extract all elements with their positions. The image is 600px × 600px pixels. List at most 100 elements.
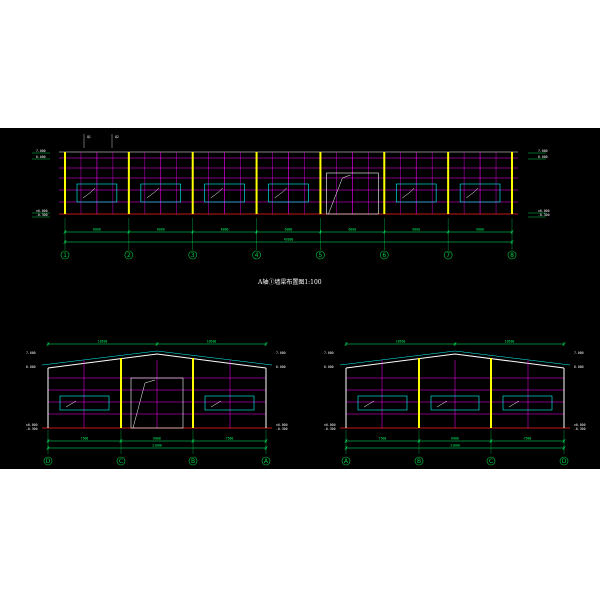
window-frame [204,183,245,203]
axis-bubble [60,250,70,260]
top-dim-value: 10500 [396,340,406,344]
window-sash [508,400,520,408]
window-sash [146,187,160,199]
axis-bubble [43,456,53,466]
roof-edge [339,350,571,366]
axis-label: A [264,458,269,465]
total-dim-value: 21000 [450,444,460,448]
axis-label: 5 [319,252,323,259]
axis-bubble [443,250,453,260]
axis-label: 6 [382,252,386,259]
bay-dim-value: 7500 [81,437,89,441]
axis-label: D [46,458,51,465]
callout-label: Q1 [87,135,91,139]
total-dim-value: 42000 [284,238,294,242]
axis-label: 7 [446,252,450,259]
window-frame [430,395,480,411]
axis-label: 3 [191,252,195,259]
bay-dim-value: 7500 [226,437,234,441]
top-dim-slash [264,342,268,346]
axis-bubble [341,456,351,466]
window-frame [268,183,309,203]
total-dim-value: 21000 [152,444,162,448]
level-label: -0.300 [538,213,550,217]
window-sash [465,187,479,199]
axis-bubble [252,250,261,260]
level-label: 6.000 [574,365,584,369]
roof-rafter [47,353,267,369]
bay-dim-value: 6000 [93,228,101,232]
level-label: 6.000 [276,365,286,369]
window-frame [357,395,408,411]
axis-label: C [119,458,123,465]
window-frame [140,183,182,203]
axis-label: 1 [63,252,67,259]
level-label: 7.000 [574,351,584,355]
axis-bubble [486,456,496,466]
axis-bubble [559,456,569,466]
axis-bubble [414,456,424,466]
bay-dim-value: 6000 [157,228,165,232]
window-sash [65,400,77,408]
level-label: ±0.000 [574,423,586,427]
window-sash [210,400,222,408]
axis-label: 4 [255,252,259,259]
axis-bubble [261,456,271,466]
level-label: 7.000 [26,351,36,355]
window-frame [76,183,118,203]
top-dim-slash [562,342,566,346]
elevation-title: A轴Ⓘ墙梁布置图1:100 [257,278,322,286]
level-label: 7.000 [324,351,334,355]
top-dim-value: 10500 [505,340,515,344]
axis-label: 2 [127,252,131,259]
axis-bubble [188,250,198,260]
level-label: ±0.000 [324,423,336,427]
level-label: ±0.000 [26,423,38,427]
axis-bubble [188,456,198,466]
top-dim-slash [453,342,457,346]
axis-bubble [379,250,389,260]
door-frame [326,172,379,215]
bay-dim-value: 7500 [379,437,387,441]
window-sash [363,400,375,408]
axis-bubble [507,250,517,260]
bay-dim-value: 6000 [153,437,161,441]
level-label: -0.300 [324,427,336,431]
window-sash [210,187,223,199]
window-sash [82,187,96,199]
level-label: 6.000 [324,365,334,369]
door-swing [132,379,156,429]
top-dim-slash [46,342,50,346]
level-label: ±0.000 [538,209,550,213]
level-label: -0.300 [36,213,48,217]
axis-label: C [489,458,493,465]
level-label: 7.000 [538,149,548,153]
window-sash [436,400,448,408]
bay-dim-value: 7500 [524,437,532,441]
callout-label: Q2 [115,135,119,139]
level-label: ±0.000 [276,423,288,427]
level-label: 6.000 [26,365,36,369]
level-label: 7.000 [36,149,46,153]
window-frame [59,395,110,411]
axis-label: D [562,458,567,465]
window-sash [274,187,287,199]
top-dim-slash [344,342,348,346]
roof-rafter [345,353,565,369]
window-frame [502,395,553,411]
axis-label: 8 [510,252,514,259]
level-label: -0.300 [26,427,38,431]
window-frame [459,183,501,203]
roof-edge [41,350,273,366]
bay-dim-value: 6000 [412,228,420,232]
level-label: 6.000 [36,155,46,159]
window-frame [204,395,255,411]
level-label: -0.300 [276,427,288,431]
bay-dim-value: 6000 [221,228,229,232]
top-dim-value: 10500 [98,340,108,344]
bay-dim-value: 6000 [476,228,484,232]
